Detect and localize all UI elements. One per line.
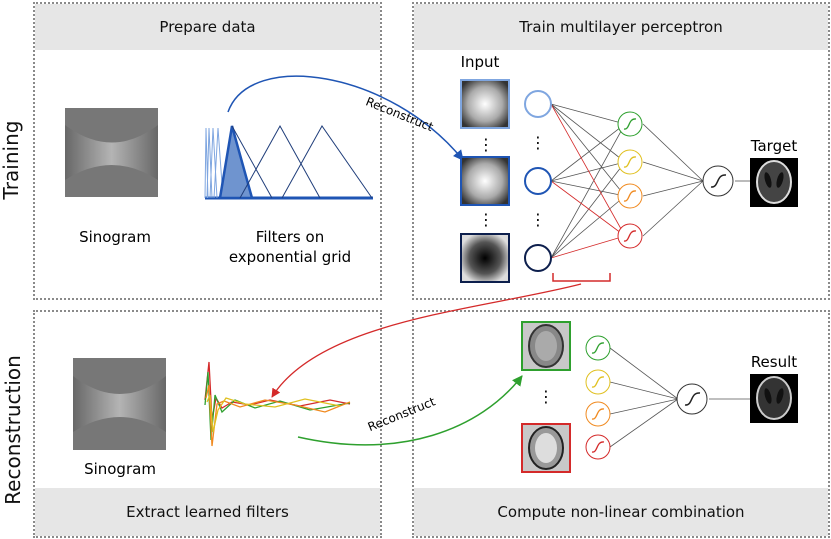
reconstruct-label-bottom: Reconstruct — [366, 394, 438, 434]
compute-combination-title: Compute non-linear combination — [414, 488, 828, 536]
train-mlp-title: Train multilayer perceptron — [414, 4, 828, 50]
reconstruct-arrow-blue — [227, 75, 464, 161]
result-label: Result — [751, 353, 797, 371]
filters-label-line1: Filters on — [256, 228, 324, 246]
input-node-3 — [524, 244, 552, 272]
extract-filters-title: Extract learned filters — [35, 488, 380, 536]
input-label: Input — [461, 53, 500, 71]
reconstruct-label-top: Reconstruct — [364, 94, 436, 134]
learned-filters-plot — [204, 361, 351, 447]
hidden-node-yellow — [617, 149, 643, 175]
combo-node-orange — [585, 401, 611, 427]
input-dots-1: ⋮ — [478, 135, 494, 154]
result-image — [750, 374, 798, 423]
hidden-node-green — [617, 111, 643, 137]
target-label: Target — [750, 137, 798, 155]
input-image-1 — [460, 79, 510, 129]
hidden-node-orange — [617, 183, 643, 209]
input-image-2 — [460, 156, 510, 206]
sinogram-image-top — [65, 108, 158, 197]
train-mlp-panel: Train multilayer perceptron — [412, 2, 830, 300]
exponential-filters-plot — [204, 124, 373, 200]
prepare-data-panel: Prepare data — [33, 2, 382, 300]
combo-node-yellow — [585, 369, 611, 395]
combo-node-green — [585, 335, 611, 361]
target-image — [750, 158, 798, 207]
node-dots-2: ⋮ — [530, 210, 546, 229]
prepare-data-title: Prepare data — [35, 4, 380, 50]
input-node-1 — [524, 90, 552, 118]
node-dots-1: ⋮ — [530, 133, 546, 152]
reconstructed-image-green — [521, 321, 571, 371]
hidden-node-red — [617, 223, 643, 249]
output-node — [702, 165, 734, 197]
combo-output-node — [676, 383, 708, 415]
compute-combination-panel: Compute non-linear combination — [412, 310, 830, 538]
reconstruct-arrow-green — [297, 375, 523, 446]
sinogram-label-top: Sinogram — [79, 228, 151, 246]
input-image-3 — [460, 233, 510, 283]
mlp-connections — [550, 103, 750, 259]
combination-connections — [609, 347, 750, 448]
extract-arrow-red — [271, 283, 582, 398]
filters-label-line2: exponential grid — [229, 248, 351, 266]
sinogram-label-bottom: Sinogram — [84, 460, 156, 478]
input-dots-2: ⋮ — [478, 210, 494, 229]
reconstructed-dots: ⋮ — [538, 387, 554, 406]
combo-node-red — [585, 434, 611, 460]
sinogram-image-bottom — [73, 358, 166, 450]
extract-filters-panel: Extract learned filters — [33, 310, 382, 538]
red-bracket — [552, 273, 611, 282]
input-node-2 — [524, 167, 552, 195]
reconstructed-image-red — [521, 423, 571, 473]
